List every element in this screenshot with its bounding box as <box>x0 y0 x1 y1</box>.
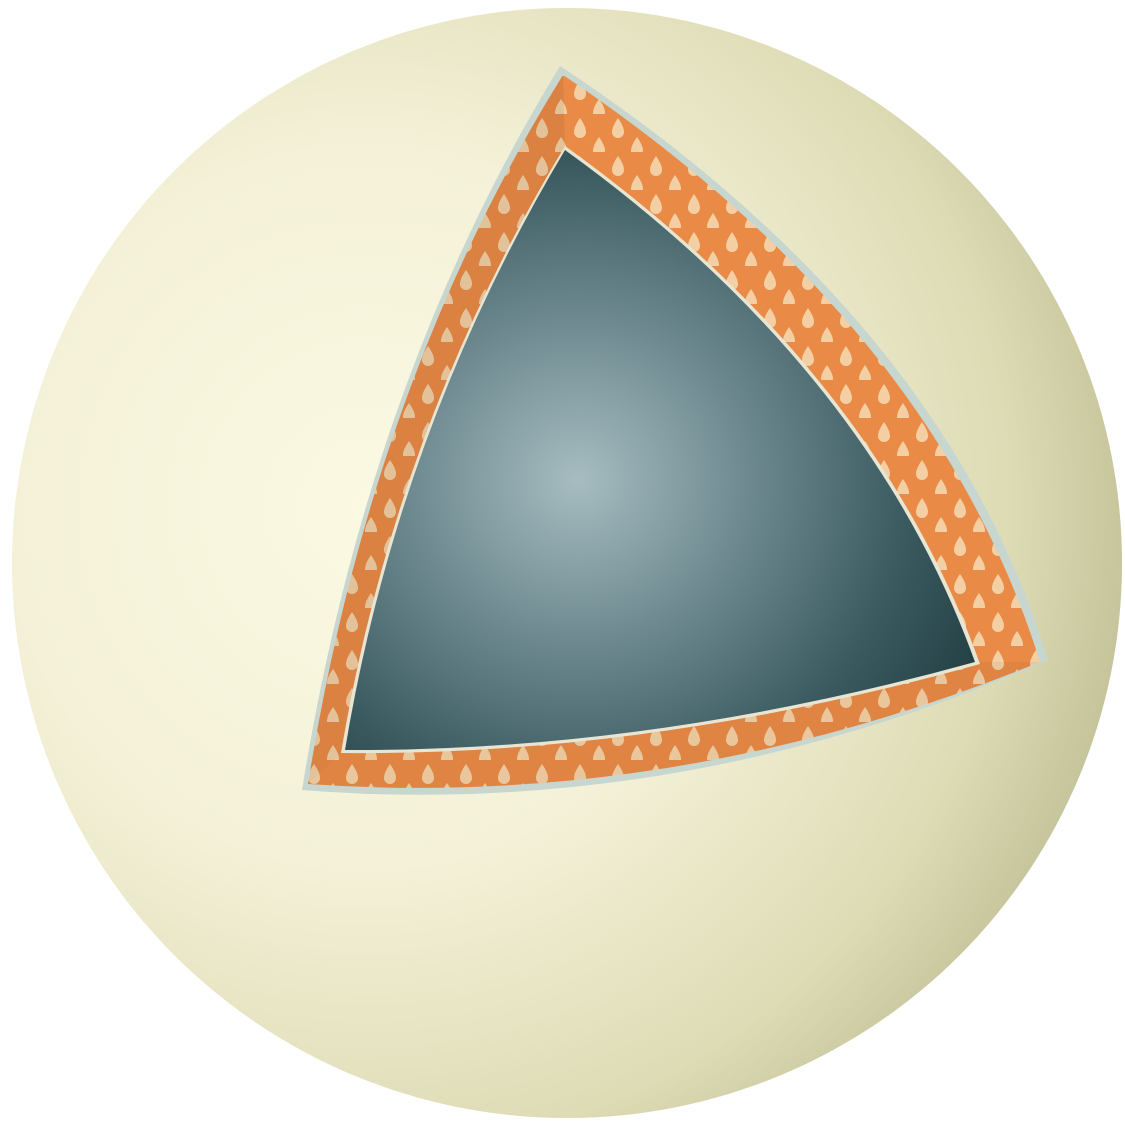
diagram-canvas <box>0 0 1125 1124</box>
sphere-cutaway-diagram <box>0 0 1125 1124</box>
